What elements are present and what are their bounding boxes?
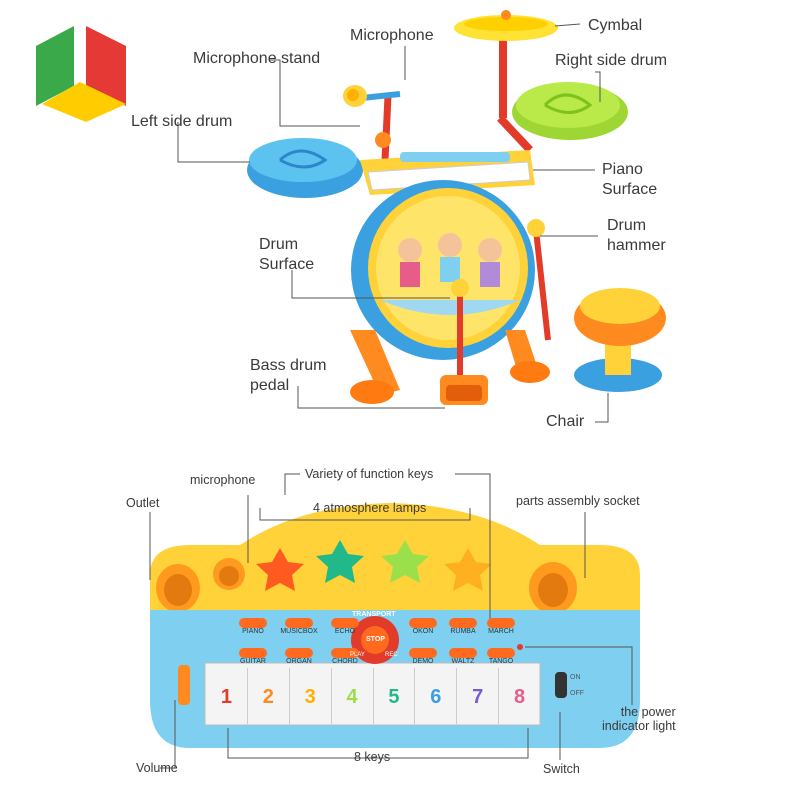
label-microphone: Microphone: [350, 27, 434, 44]
button-piano-label: PIANO: [242, 628, 264, 635]
record-button[interactable]: REC: [385, 652, 398, 658]
function-buttons: PIANO MUSICBOX ECHO OKON RUMBA MARCH GUI…: [235, 618, 525, 678]
button-tango[interactable]: TANGO: [483, 648, 519, 665]
keyboard-illustration: [149, 473, 640, 769]
label-drum-hammer: Drum hammer: [607, 217, 666, 254]
chair: [574, 288, 666, 392]
piano-key-2[interactable]: 2: [248, 668, 290, 724]
button-echo[interactable]: ECHO: [327, 618, 363, 635]
button-waltz-label: WALTZ: [451, 658, 475, 665]
piano-surface: [360, 150, 535, 195]
piano-keys: 1 2 3 4 5 6 7 8: [206, 668, 540, 724]
label-microphone-kbd: microphone: [190, 473, 256, 487]
button-chord-label: CHORD: [332, 658, 358, 665]
button-okon[interactable]: OKON: [405, 618, 441, 635]
label-bass-drum-pedal: Bass drum pedal: [250, 357, 327, 394]
piano-key-4[interactable]: 4: [332, 668, 374, 724]
drum-base: [350, 330, 550, 404]
label-left-side-drum: Left side drum: [131, 113, 233, 130]
switch-on-label: ON: [570, 674, 581, 681]
label-eight-keys: 8 keys: [354, 750, 391, 764]
button-tango-label: TANGO: [488, 658, 514, 665]
stop-button[interactable]: STOP: [366, 636, 385, 643]
button-okon-label: OKON: [412, 628, 434, 635]
piano-key-3[interactable]: 3: [290, 668, 332, 724]
label-drum-surface: Drum Surface: [259, 236, 315, 273]
label-chair: Chair: [546, 413, 585, 430]
cymbal: [454, 10, 558, 118]
label-piano-surface: Piano Surface: [602, 161, 658, 198]
piano-key-8[interactable]: 8: [514, 686, 526, 708]
piano-key-6[interactable]: 6: [415, 668, 458, 724]
label-power-indicator: the power indicator light: [602, 705, 676, 733]
piano-key-5[interactable]: 5: [374, 668, 416, 724]
piano-key-7[interactable]: 7: [457, 668, 500, 724]
label-outlet: Outlet: [126, 496, 160, 510]
button-rumba[interactable]: RUMBA: [445, 618, 481, 635]
label-parts-socket: parts assembly socket: [516, 494, 640, 508]
play-button[interactable]: PLAY: [350, 652, 365, 658]
switch-off-label: OFF: [570, 690, 584, 697]
label-variety-function-keys: Variety of function keys: [305, 467, 434, 481]
brand-logo: [36, 26, 126, 122]
button-organ[interactable]: ORGAN: [279, 648, 319, 665]
button-musicbox[interactable]: MUSICBOX: [279, 618, 319, 635]
drum-hammer: [451, 219, 551, 380]
button-guitar[interactable]: GUITAR: [235, 648, 271, 665]
left-side-drum: [247, 138, 363, 198]
drum-set-illustration: [177, 10, 666, 423]
label-cymbal: Cymbal: [588, 17, 643, 34]
label-atmosphere-lamps: 4 atmosphere lamps: [313, 501, 427, 515]
transport-label: TRANSPORT: [352, 611, 396, 618]
label-volume: Volume: [136, 761, 178, 775]
button-rumba-label: RUMBA: [450, 628, 476, 635]
button-guitar-label: GUITAR: [240, 658, 266, 665]
button-waltz[interactable]: WALTZ: [445, 648, 481, 665]
label-right-side-drum: Right side drum: [555, 52, 668, 69]
microphone: [343, 85, 367, 107]
microphone-stand: [361, 91, 401, 161]
label-switch: Switch: [543, 762, 580, 776]
atmosphere-lamps: [256, 540, 492, 591]
button-echo-label: ECHO: [334, 628, 356, 635]
button-chord[interactable]: CHORD: [327, 648, 363, 665]
button-musicbox-label: MUSICBOX: [280, 628, 318, 635]
button-organ-label: ORGAN: [286, 658, 312, 665]
button-demo-label: DEMO: [412, 658, 434, 665]
button-piano[interactable]: PIANO: [235, 618, 271, 635]
label-microphone-stand: Microphone stand: [193, 50, 321, 67]
bass-drum: [351, 180, 535, 360]
right-side-drum: [497, 82, 628, 153]
button-march-label: MARCH: [488, 628, 514, 635]
button-march[interactable]: MARCH: [483, 618, 519, 635]
piano-key-1[interactable]: 1: [206, 668, 248, 724]
leader-lines: [177, 23, 609, 423]
bass-drum-pedal: [440, 375, 488, 405]
button-demo[interactable]: DEMO: [405, 648, 441, 665]
